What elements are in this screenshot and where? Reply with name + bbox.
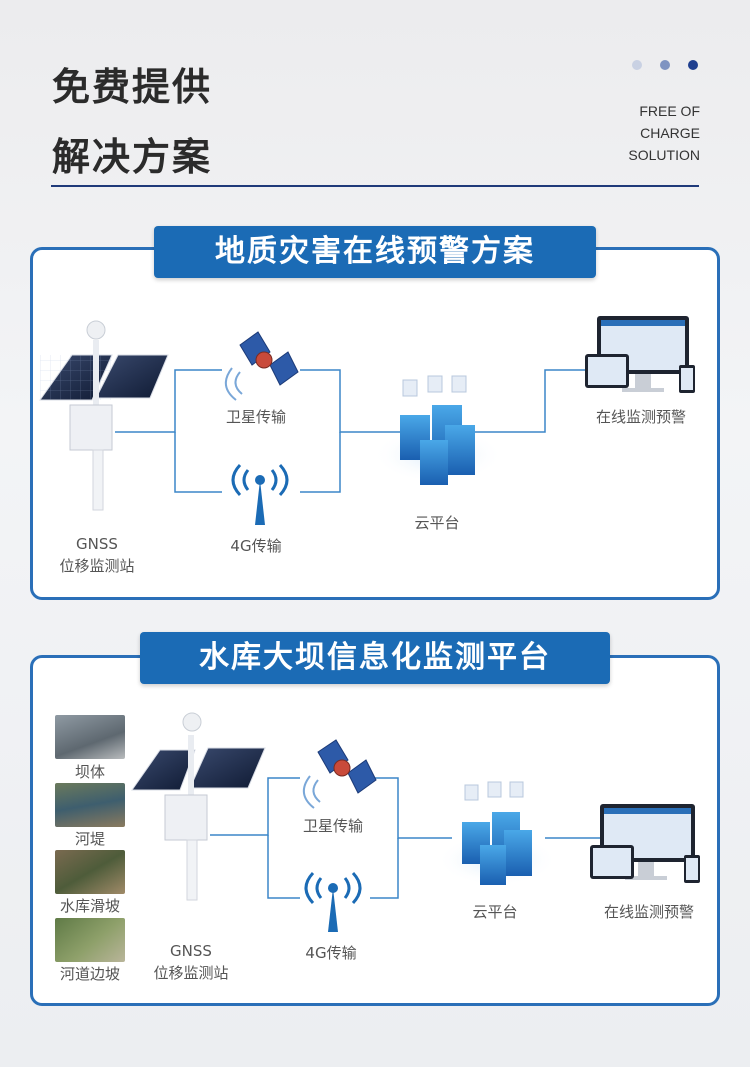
dot-1	[632, 60, 642, 70]
scheme1-monitor-label: 在线监测预警	[595, 408, 686, 426]
station-label-line-1: GNSS	[76, 535, 118, 553]
tagline-line-3: SOLUTION	[628, 147, 700, 163]
site-label-levee: 河堤	[74, 830, 105, 848]
site-thumb-dam	[55, 715, 125, 759]
page-dots	[632, 60, 698, 70]
tagline: FREE OF CHARGE SOLUTION	[628, 100, 700, 166]
station-label-line-2: 位移监测站	[59, 557, 135, 575]
scheme1-cloud-label: 云平台	[414, 514, 460, 532]
scheme1-title: 地质灾害在线预警方案	[154, 226, 596, 278]
dot-3	[688, 60, 698, 70]
scheme1-satellite-label: 卫星传输	[225, 408, 286, 426]
scheme2-cell-label: 4G传输	[305, 944, 357, 962]
dot-2	[660, 60, 670, 70]
tagline-line-1: FREE OF	[639, 103, 700, 119]
headline-line-1: 免费提供	[52, 65, 213, 109]
scheme2-station-label: GNSS 位移监测站	[146, 940, 236, 984]
headline-line-2: 解决方案	[52, 135, 213, 179]
station-label-line-2: 位移监测站	[153, 964, 229, 982]
site-thumb-riverbank	[55, 918, 125, 962]
scheme2-cloud-label: 云平台	[472, 903, 518, 921]
site-thumb-landslide	[55, 850, 125, 894]
headline: 免费提供 解决方案	[52, 52, 212, 192]
scheme1-cell-label: 4G传输	[230, 537, 282, 555]
header-rule	[51, 185, 699, 187]
scheme2-panel	[30, 655, 720, 1006]
station-label-line-1: GNSS	[170, 942, 212, 960]
scheme2-satellite-label: 卫星传输	[302, 817, 363, 835]
site-label-riverbank: 河道边坡	[59, 965, 120, 983]
site-thumb-levee	[55, 783, 125, 827]
site-label-dam: 坝体	[74, 763, 105, 781]
site-label-landslide: 水库滑坡	[59, 897, 120, 915]
scheme2-monitor-label: 在线监测预警	[603, 903, 694, 921]
scheme1-station-label: GNSS 位移监测站	[52, 533, 142, 577]
scheme2-title: 水库大坝信息化监测平台	[140, 632, 610, 684]
tagline-line-2: CHARGE	[640, 125, 700, 141]
